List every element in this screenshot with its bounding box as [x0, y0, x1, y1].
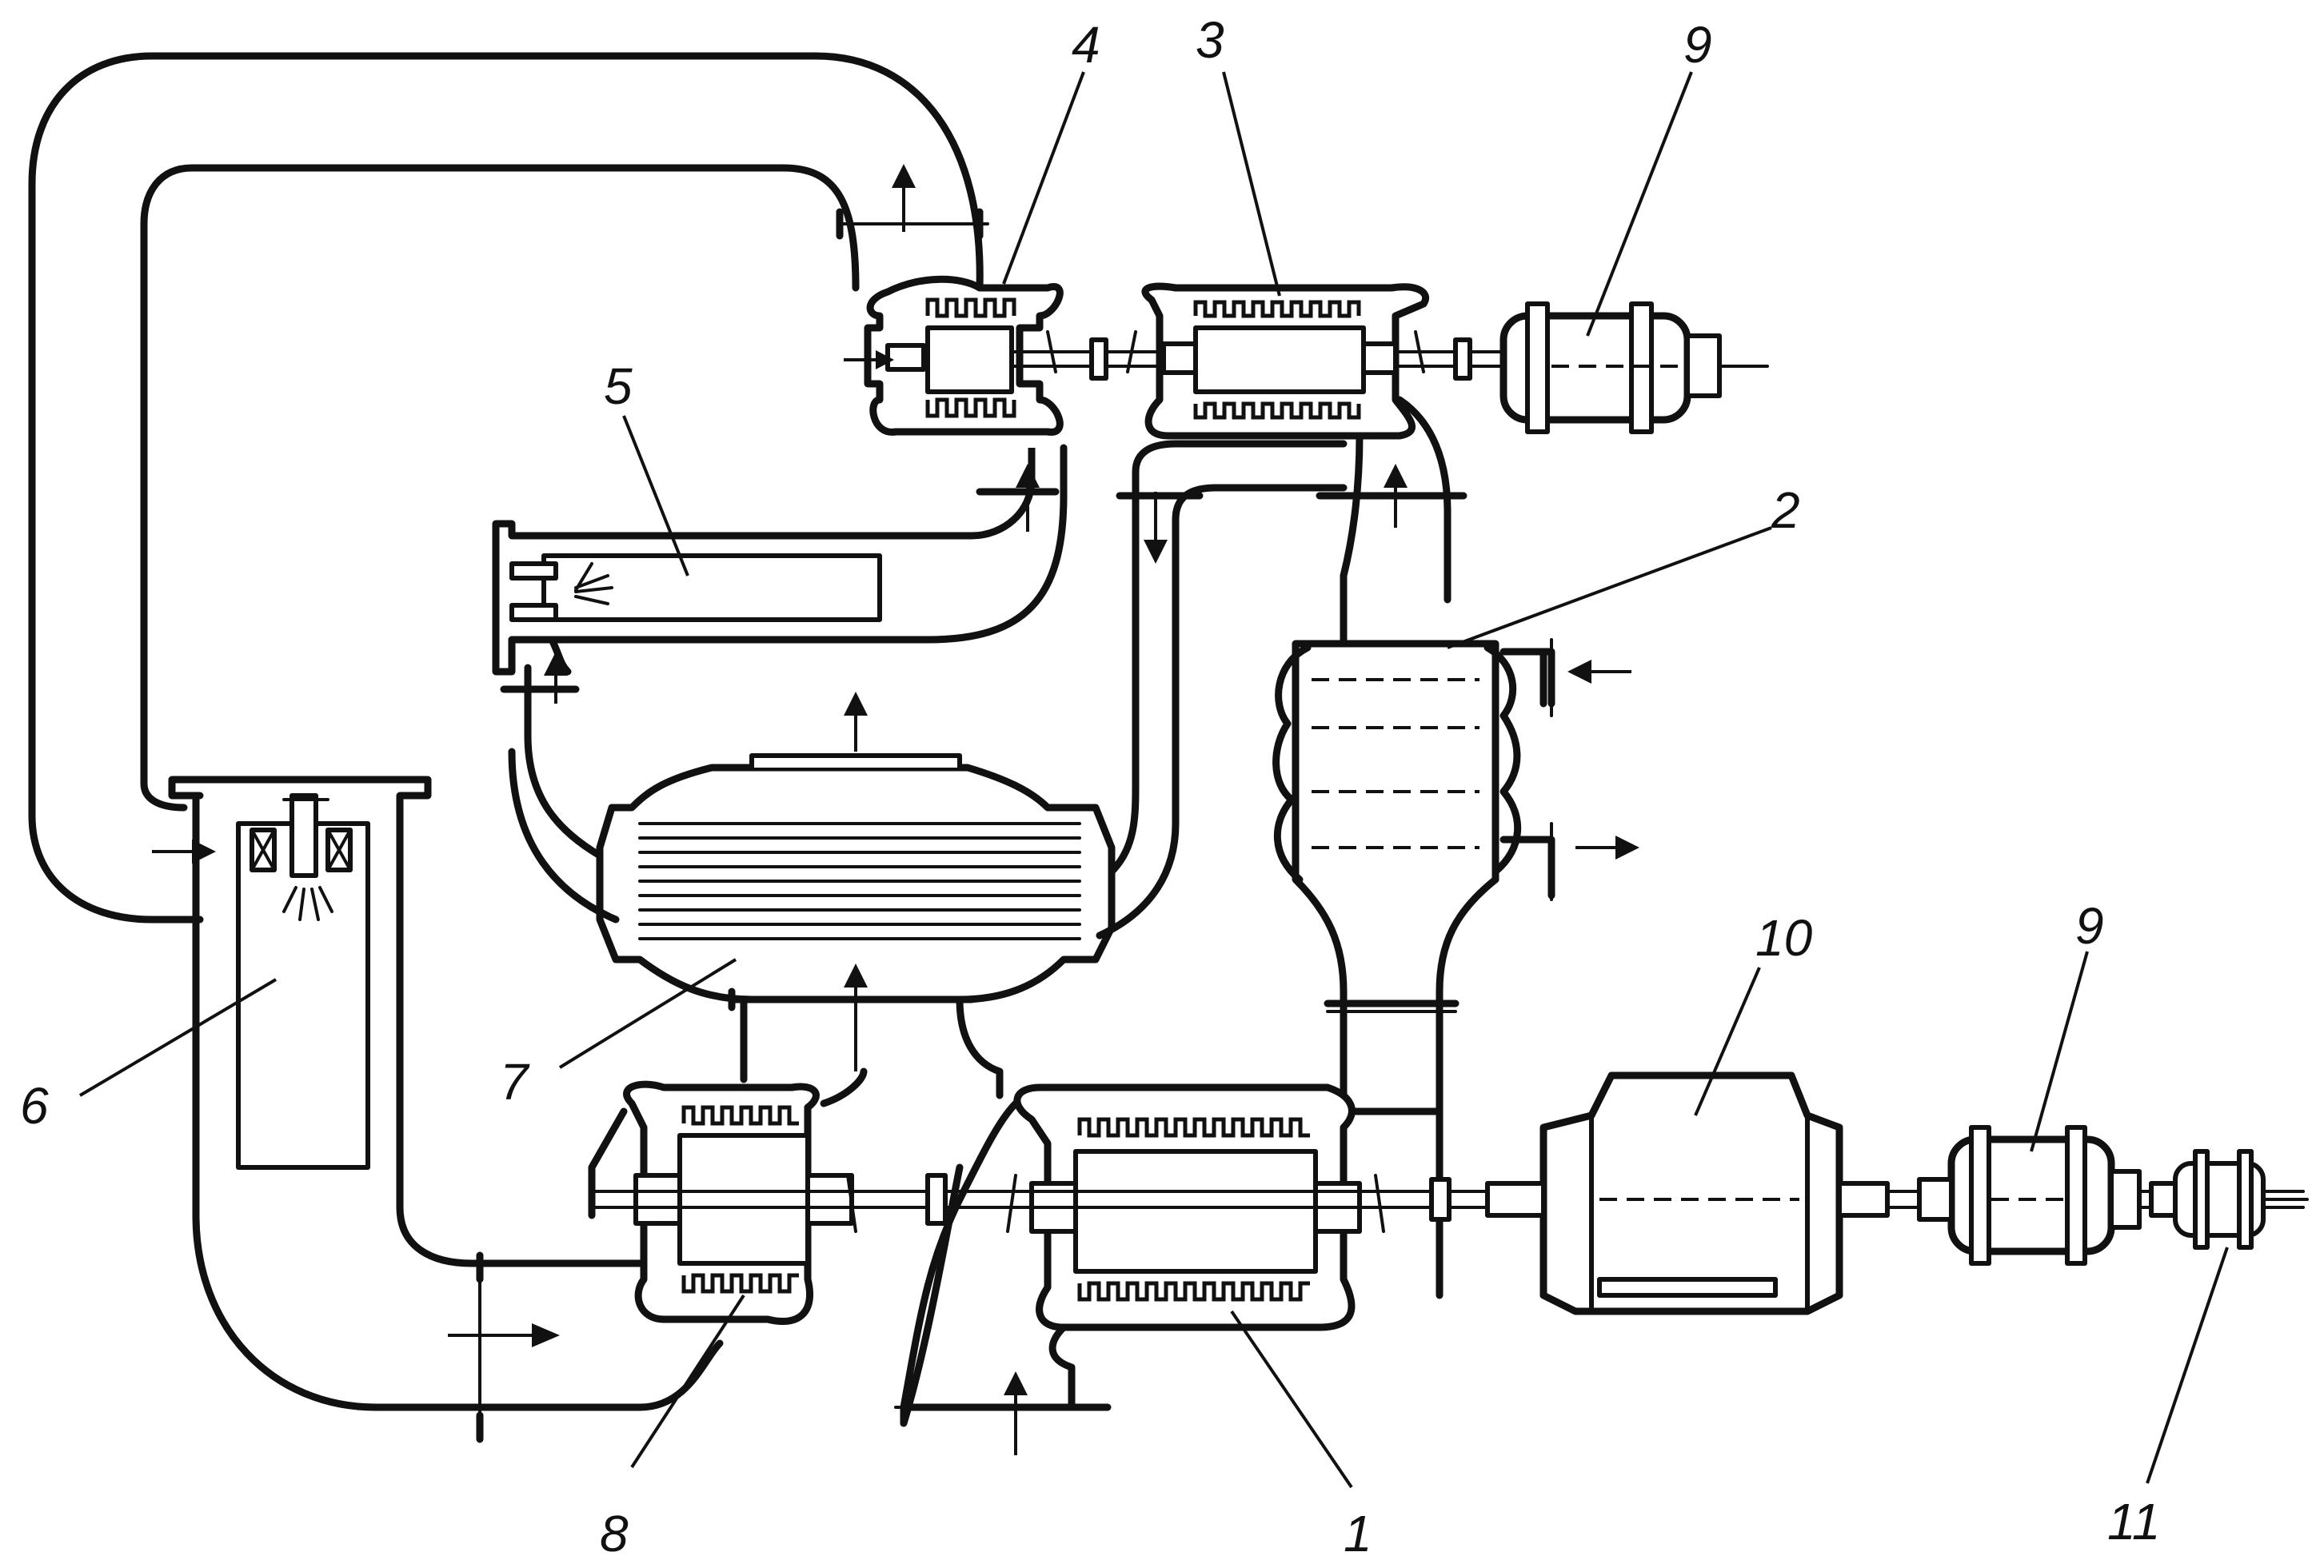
callout-7: 8: [600, 1505, 629, 1562]
leader-9b: [2030, 951, 2089, 1152]
callout-4: 4: [1072, 16, 1100, 74]
flow-arrow-bottom-duct: [448, 1323, 560, 1347]
callout-6: 6: [20, 1077, 49, 1135]
turbine-7: [588, 1067, 868, 1326]
flow-arrow-turbine4-out: [1016, 464, 1040, 532]
leader-lines: [78, 71, 2229, 1489]
flow-arrow-exchanger-inlet: [1567, 660, 1631, 684]
flow-arrows: [152, 164, 1639, 1455]
flow-arrow-exchanger-up: [1384, 464, 1408, 528]
leader-9a: [1586, 71, 1693, 337]
intercooler-8: [508, 440, 1348, 1099]
callout-9-lower: 9: [2075, 897, 2104, 955]
pipe-flanges: [476, 208, 1467, 1443]
cooler-tube-bundle: [638, 822, 1081, 940]
combustion-chamber-6: [168, 776, 724, 1433]
callout-11: 11: [2107, 1493, 2160, 1550]
outer-return-duct: [28, 52, 989, 924]
callout-8: 7: [500, 1053, 530, 1111]
heat-exchanger-2: [1272, 396, 1555, 1299]
flow-arrow-cooler-out-top: [844, 692, 868, 752]
callout-10: 10: [1755, 909, 1813, 967]
leader-3: [1222, 71, 1281, 297]
gearbox-10: [1485, 1071, 1890, 1315]
starter-11: [2149, 1149, 2309, 1250]
callout-5: 5: [604, 357, 633, 415]
compressor-3: [1141, 282, 1429, 440]
flow-arrow-air-intake: [1004, 1371, 1028, 1455]
callout-1: 1: [1344, 1505, 1372, 1562]
leader-5: [622, 415, 689, 577]
callout-3: 3: [1196, 11, 1224, 69]
leader-7: [630, 1294, 745, 1469]
leader-11: [2146, 1247, 2229, 1484]
leader-8: [558, 958, 737, 1069]
flow-arrow-top-return: [892, 164, 916, 232]
electric-motor-9-lower: [1917, 1125, 2142, 1266]
turbine-4: [846, 275, 1064, 436]
leader-2: [1447, 526, 1772, 649]
callout-2: 2: [1771, 481, 1800, 539]
combustion-chamber-5: [492, 444, 1068, 724]
callout-9-upper: 9: [1683, 16, 1712, 74]
callout-labels: 4 3 9 5 2 6 7 8 1 10 9 11: [20, 11, 2160, 1562]
leader-4: [1002, 71, 1085, 285]
flow-arrow-top-left-inlet: [844, 350, 894, 369]
flow-arrow-exchanger-outlet: [1575, 836, 1639, 860]
flow-arrow-compressor3-down: [1144, 492, 1168, 564]
leader-1: [1230, 1310, 1353, 1489]
leader-10: [1694, 967, 1761, 1116]
flow-arrow-chamber6-inlet: [152, 840, 216, 864]
electric-motor-9-upper: [1499, 301, 1769, 434]
flow-arrow-burner5-feed: [544, 652, 568, 704]
flow-arrow-cooler-in-bottom: [844, 964, 868, 1071]
compressor-1: [894, 1083, 1362, 1427]
upper-shaft: [1010, 330, 1505, 381]
leader-6: [78, 978, 278, 1097]
